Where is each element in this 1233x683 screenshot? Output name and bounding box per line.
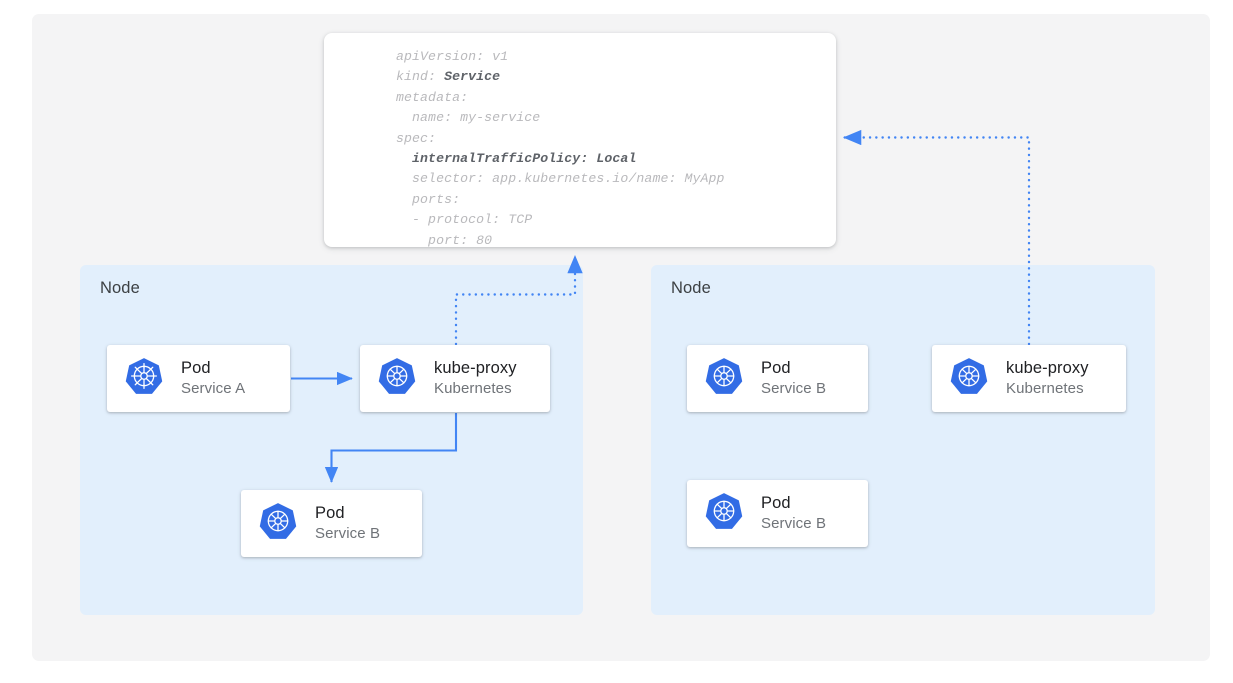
yaml-line: selector: app.kubernetes.io/name: MyApp xyxy=(396,171,725,187)
kubernetes-icon xyxy=(950,357,988,400)
yaml-line: spec: xyxy=(396,130,437,146)
box-kube-proxy-right[interactable]: kube-proxy Kubernetes xyxy=(932,345,1126,412)
box-subtitle: Service B xyxy=(761,515,827,532)
node-label-left: Node xyxy=(100,279,140,297)
box-title: Pod xyxy=(761,359,791,377)
kubernetes-icon xyxy=(259,502,297,545)
box-pod-service-b-right-bottom[interactable]: Pod Service B xyxy=(687,480,868,547)
box-title: Pod xyxy=(315,504,345,522)
box-text: kube-proxy Kubernetes xyxy=(434,358,517,399)
box-text: Pod Service B xyxy=(315,503,380,544)
box-title: kube-proxy xyxy=(434,359,517,377)
kubernetes-icon xyxy=(705,492,743,535)
node-panel-left: Node xyxy=(80,265,583,615)
box-pod-service-b-left[interactable]: Pod Service B xyxy=(241,490,422,557)
box-text: Pod Service A xyxy=(181,358,245,399)
yaml-line: apiVersion: v1 xyxy=(396,49,509,64)
box-subtitle: Service B xyxy=(761,380,827,397)
kubernetes-icon xyxy=(378,357,416,400)
yaml-line: name: my-service xyxy=(396,110,541,126)
yaml-line: internalTrafficPolicy: Local xyxy=(396,149,725,169)
kubernetes-icon xyxy=(125,357,163,400)
box-subtitle: Kubernetes xyxy=(1006,380,1084,397)
yaml-line: kind: Service xyxy=(396,69,501,85)
box-pod-service-a[interactable]: Pod Service A xyxy=(107,345,290,412)
node-panel-right: Node xyxy=(651,265,1155,615)
kubernetes-icon xyxy=(705,357,743,400)
box-pod-service-b-right-top[interactable]: Pod Service B xyxy=(687,345,868,412)
box-text: Pod Service B xyxy=(761,493,826,534)
box-title: kube-proxy xyxy=(1006,359,1089,377)
box-title: Pod xyxy=(761,494,791,512)
yaml-emphasis: Service xyxy=(444,69,501,85)
box-subtitle: Service A xyxy=(181,380,246,397)
service-manifest-yaml: apiVersion: v1 kind: Service metadata: nam… xyxy=(396,47,725,247)
yaml-line: metadata: xyxy=(396,89,469,105)
box-text: kube-proxy Kubernetes xyxy=(1006,358,1089,399)
box-subtitle: Kubernetes xyxy=(434,380,512,397)
service-manifest-card: apiVersion: v1 kind: Service metadata: nam… xyxy=(324,33,836,247)
box-subtitle: Service B xyxy=(315,525,381,542)
box-text: Pod Service B xyxy=(761,358,826,399)
node-label-right: Node xyxy=(671,279,711,297)
yaml-line: port: 80 xyxy=(396,232,493,247)
yaml-line: - protocol: TCP xyxy=(396,212,533,228)
box-title: Pod xyxy=(181,359,211,377)
yaml-emphasis: internalTrafficPolicy: Local xyxy=(412,150,637,166)
box-kube-proxy-left[interactable]: kube-proxy Kubernetes xyxy=(360,345,550,412)
yaml-line: ports: xyxy=(396,191,461,207)
